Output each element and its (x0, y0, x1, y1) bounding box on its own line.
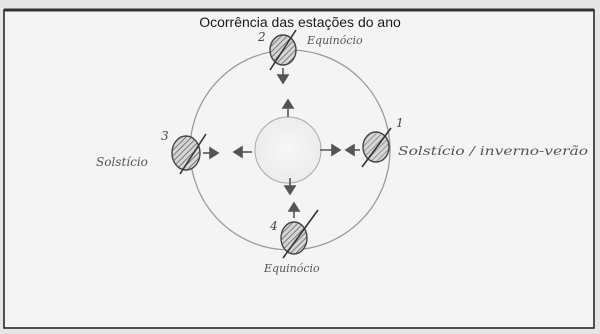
arrow-earth1-left (344, 143, 360, 157)
arrow-sun-up (281, 98, 295, 117)
position-number-2: 2 (257, 30, 266, 44)
position-number-1: 1 (396, 116, 404, 130)
earth-position-3 (171, 133, 207, 175)
arrow-earth3-right (203, 146, 220, 160)
sun-circle (254, 116, 322, 184)
arrow-sun-left (232, 145, 252, 159)
arrow-sun-down (283, 178, 297, 196)
earth-position-2 (269, 29, 297, 71)
label-position-1: Solstício / inverno-verão (398, 144, 588, 158)
arrow-earth2-down (276, 68, 290, 85)
label-position-4: Equinócio (263, 262, 320, 275)
earth-position-1 (361, 127, 392, 168)
position-number-4: 4 (269, 219, 278, 233)
earth-position-4 (280, 209, 319, 259)
arrow-earth4-up (287, 201, 301, 218)
label-position-2: Equinócio (306, 34, 363, 47)
arrow-sun-right (320, 143, 342, 157)
position-number-3: 3 (161, 129, 169, 143)
diagram-title: Ocorrência das estações do ano (199, 14, 401, 30)
label-position-3: Solstício (96, 155, 148, 169)
